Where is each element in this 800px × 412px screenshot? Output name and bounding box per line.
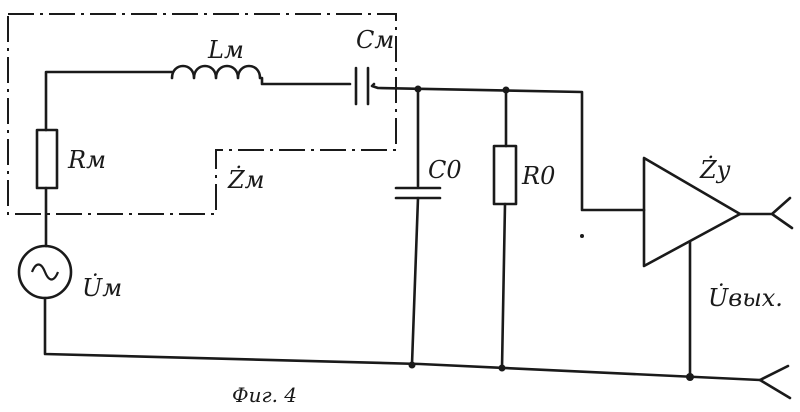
label-output-voltage: U̇вых.	[708, 284, 783, 312]
wire-bottom	[45, 298, 760, 380]
motional-branch-boundary	[8, 14, 396, 214]
label-source-voltage: U̇м	[82, 274, 122, 302]
output-terminal-top	[740, 198, 792, 228]
sine-icon	[32, 265, 58, 280]
stray-dot	[580, 234, 584, 238]
junction-top-r0	[503, 87, 510, 94]
wire-c0-bottom	[412, 198, 418, 364]
junction-bottom-c0	[409, 362, 416, 369]
label-resistor-0: R0	[521, 162, 555, 190]
wire-r0-bottom	[502, 204, 505, 368]
capacitor-cm	[356, 68, 368, 104]
label-inductor: Lм	[207, 36, 244, 64]
label-amplifier-impedance: Ży	[699, 155, 731, 184]
label-capacitor-0: C0	[428, 156, 462, 184]
output-terminal-bottom	[760, 366, 790, 398]
resistor-rm	[37, 130, 57, 188]
label-capacitor-m: Cм	[356, 26, 394, 54]
figure-caption: Фиг. 4	[232, 383, 297, 407]
junction-top-c0	[415, 86, 422, 93]
junction-bottom-r0	[499, 365, 506, 372]
capacitor-c0	[396, 188, 440, 198]
label-impedance-m: Żм	[227, 165, 265, 194]
inductor-lm	[172, 66, 350, 84]
label-resistor-m: Rм	[67, 146, 106, 174]
wire-left-top	[46, 72, 172, 130]
resistor-r0	[494, 146, 516, 204]
